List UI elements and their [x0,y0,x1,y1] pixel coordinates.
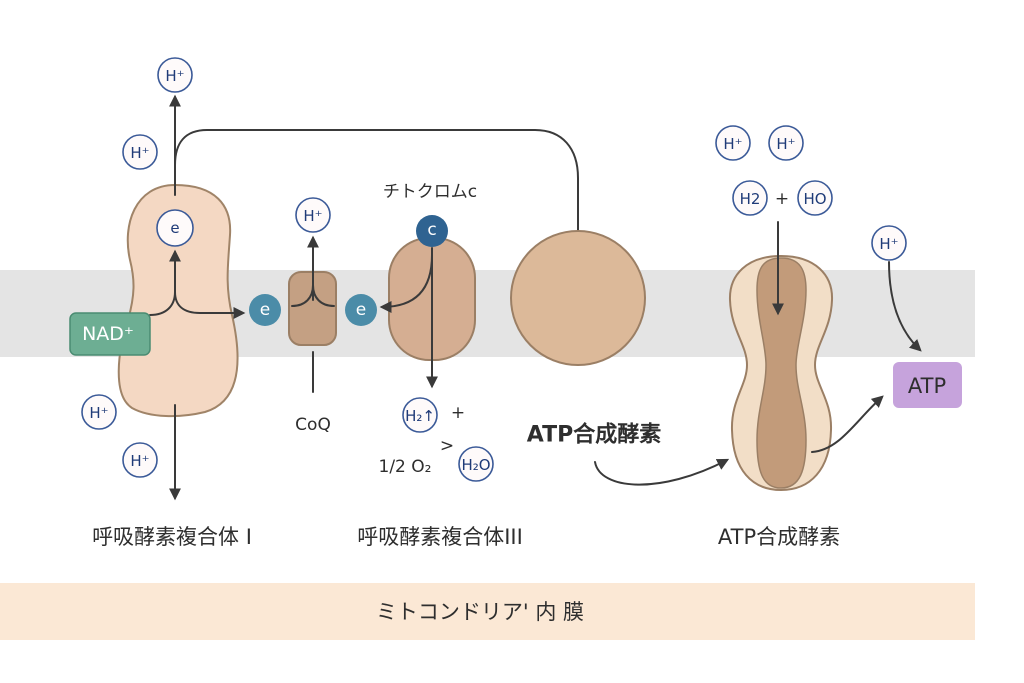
atp-synthase-label: ATP合成酵素 [718,525,840,549]
proton-label: H⁺ [723,135,742,153]
electron-label: e [356,300,366,320]
h2-up-molecule: H₂↑ [402,397,438,433]
inner-membrane-bar [0,583,975,640]
h2o-molecule: H₂O [458,446,494,482]
coq-right-curve [312,284,335,307]
proton-label: H⁺ [89,404,108,422]
nad-label: NAD⁺ [82,323,134,345]
greater-sign: > [440,436,454,456]
molecule-circle [797,180,833,216]
atp-output-arrow [811,395,884,453]
half-oxygen-label: 1/2 O₂ [379,457,432,477]
plus-sign: + [451,403,465,423]
electron-circle [249,294,281,326]
proton-label: H⁺ [130,144,149,162]
cytochrome-letter: c [427,220,436,240]
atp-synthase-pointer-arrow [594,458,730,486]
nad-box-bg [69,312,151,356]
electron-circle [345,294,377,326]
cytochrome-c: c [416,215,448,247]
proton-circle [157,57,193,93]
molecule-label: H₂O [461,456,490,474]
proton-label: H⁺ [303,207,322,225]
proton-synthase-right: H⁺ [768,125,804,161]
h2-molecule: H2 [732,180,768,216]
proton-top: H⁺ [157,57,193,93]
proton-label: H⁺ [776,135,795,153]
synthase-plus-sign: + [775,189,789,209]
proton-circle [81,394,117,430]
proton-label: H⁺ [130,452,149,470]
round-complex [510,230,646,366]
proton-coq: H⁺ [295,197,331,233]
atp-box: ATP [893,362,962,408]
electron-circle [156,209,194,247]
connector-line [174,129,579,233]
atp-box-bg [893,362,962,408]
molecule-label: H₂↑ [405,407,435,425]
molecule-label: H2 [740,190,761,208]
electron-mobile-2: e [345,294,377,326]
proton-circle [768,125,804,161]
proton-label: H⁺ [879,235,898,253]
proton-synthase-left: H⁺ [715,125,751,161]
molecule-circle [458,446,494,482]
electron-out-arrow [174,291,246,319]
complex-1-label: 呼吸酵素複合体 I [92,525,252,549]
coq-label: CoQ [295,415,331,435]
ho-molecule: HO [797,180,833,216]
proton-upper-left: H⁺ [122,134,158,170]
electron-mobile-1: e [249,294,281,326]
electron-label: e [170,219,179,237]
molecule-circle [402,397,438,433]
cytochrome-c-label: チトクロムc [383,182,477,202]
molecule-circle [732,180,768,216]
proton-atp: H⁺ [871,225,907,261]
proton-circle [122,442,158,478]
atp-synthase-side-label: ATP合成酵素 [527,422,661,448]
nad-box: NAD⁺ [69,312,151,356]
molecule-label: HO [803,190,826,208]
proton-lower-left: H⁺ [81,394,117,430]
complex-1-electron: e [156,209,194,247]
proton-circle [715,125,751,161]
complex-3-label: 呼吸酵素複合体III [357,525,523,549]
proton-circle [871,225,907,261]
proton-bottom-left: H⁺ [122,442,158,478]
atp-synthase-inner [756,257,807,489]
electron-label: e [260,300,270,320]
cytochrome-circle [416,215,448,247]
atp-label: ATP [908,374,946,398]
proton-circle [295,197,331,233]
proton-circle [122,134,158,170]
proton-to-atp-arrow [888,261,922,352]
inner-membrane-label: ミトコンドリア' 内 膜 [376,600,584,624]
complex-3-electron-arrow [379,254,433,313]
proton-label: H⁺ [165,67,184,85]
